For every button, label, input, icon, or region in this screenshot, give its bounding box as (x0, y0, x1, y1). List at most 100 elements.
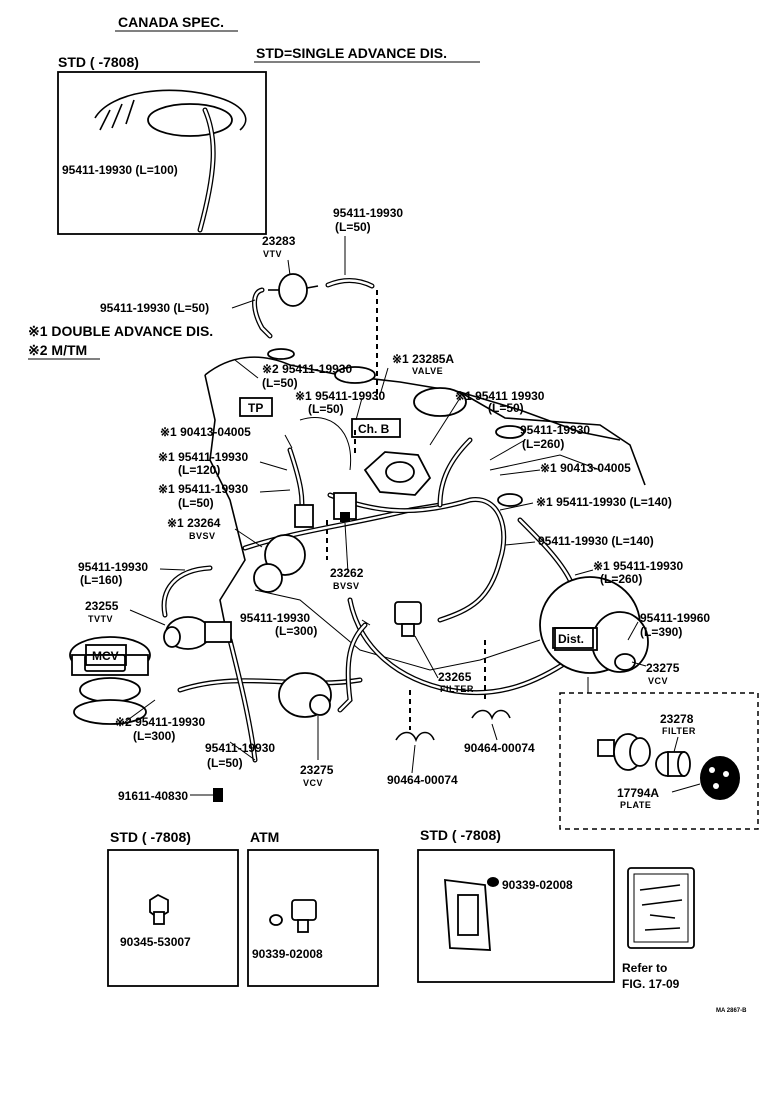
gasket-std-label: 90339-02008 (502, 878, 573, 892)
hose-b-label: ※1 95411-19930 (295, 389, 385, 403)
leader-lines (124, 359, 647, 796)
filter-23265 (394, 601, 422, 637)
detail-dashed-frame (559, 692, 759, 830)
valve-23285a (363, 451, 432, 496)
plate-part-number: 17794A (617, 786, 659, 800)
hose-a-length: (L=50) (262, 376, 298, 390)
hose-g-label: ※1 95411-19930 (L=140) (536, 495, 672, 509)
inset-wires (99, 99, 135, 131)
svg-text:TP: TP (248, 401, 263, 415)
hose-d-label: ※1 95411-19930 (158, 450, 248, 464)
hose-j-length: (L=260) (600, 572, 642, 586)
inset-distributor-cap (147, 103, 233, 137)
vcv-right-name: VCV (648, 676, 668, 686)
hose-m-length: (L=300) (133, 729, 175, 743)
hose-n-label: 95411-19930 (205, 741, 275, 755)
refer-line1: Refer to (622, 961, 667, 975)
bolt-a-label: ※1 90413-04005 (160, 425, 251, 439)
vcv-bottom-name: VCV (303, 778, 323, 788)
atm-label: ATM (250, 829, 279, 845)
refer-thumbnail: Refer to FIG. 17-09 (622, 867, 695, 991)
hose-b-length: (L=50) (308, 402, 344, 416)
std-range-top-label: STD ( -7808) (58, 54, 139, 70)
hose-c-label: ※1 95411 19930 (455, 389, 545, 403)
mcv-unit (69, 636, 151, 725)
svg-text:MCV: MCV (92, 649, 119, 663)
hose-i-label: 95411-19930 (78, 560, 148, 574)
refer-line2: FIG. 17-09 (622, 977, 680, 991)
bottom-std-box-left: STD ( -7808) 90345-53007 (107, 829, 239, 987)
std-definition-label: STD=SINGLE ADVANCE DIS. (256, 45, 447, 61)
bvsv-a-name: BVSV (189, 531, 216, 541)
atm-switch-icon (291, 899, 317, 921)
tvtv-name: TVTV (88, 614, 113, 624)
vtv-hose-label: 95411-19930 (L=50) (100, 301, 209, 315)
vtv-part-number: 23283 (262, 234, 296, 248)
bolt-b-label: ※1 90413-04005 (540, 461, 631, 475)
plate-name: PLATE (620, 800, 651, 810)
tvtv-part-number: 23255 (85, 599, 119, 613)
plug-std-label: 90345-53007 (120, 935, 191, 949)
detail-filter (655, 751, 691, 777)
hose-f-label: 95411-19930 (520, 423, 590, 437)
tag-mcv: MCV (85, 644, 127, 666)
inset-frame (57, 71, 267, 235)
detail-box: 23278 FILTER 17794A PLATE (559, 677, 759, 830)
clips (213, 709, 511, 802)
main-hoses (161, 430, 573, 763)
std-gasket-icon (487, 877, 499, 887)
hose-f-length: (L=260) (522, 437, 564, 451)
vcv-right-part-number: 23275 (646, 661, 680, 675)
bottom-atm-box: ATM 90339-02008 (247, 829, 379, 987)
bottom-std-box-right: STD ( -7808) 90339-02008 (417, 827, 615, 983)
vcv-bottom-part-number: 23275 (300, 763, 334, 777)
hose-e-length: (L=50) (178, 496, 214, 510)
vtv-valve (278, 273, 308, 307)
hose-a-label: ※2 95411-19930 (262, 362, 352, 376)
top-hose-label: 95411-19930 (333, 206, 403, 220)
detail-plate (700, 756, 740, 800)
atm-gasket-icon (269, 914, 283, 926)
clip-a-label: 90464-00074 (464, 741, 535, 755)
valve-name: VALVE (412, 366, 443, 376)
bvsv-a-part-number: ※1 23264 (167, 516, 221, 530)
top-hose-length: (L=50) (335, 220, 371, 234)
hose-l-length: (L=390) (640, 625, 682, 639)
canada-spec-title: CANADA SPEC. (118, 14, 224, 30)
hose-k-label: 95411-19930 (240, 611, 310, 625)
hose-l-label: 95411-19960 (640, 611, 710, 625)
vtv-name: VTV (263, 249, 282, 259)
note-double-advance: ※1 DOUBLE ADVANCE DIS. (28, 323, 213, 339)
detail-vcv (597, 733, 651, 771)
clip-b-label: 90464-00074 (387, 773, 458, 787)
hose-n-length: (L=50) (207, 756, 243, 770)
hose-i-length: (L=160) (80, 573, 122, 587)
inset-engine-outline (94, 89, 247, 131)
hose-c-length: (L=50) (488, 401, 524, 415)
hose-d-length: (L=120) (178, 463, 220, 477)
tvtv-23255 (163, 616, 232, 650)
hose-m-label: ※2 95411-19930 (115, 715, 205, 729)
hose-j-label: ※1 95411-19930 (593, 559, 683, 573)
bottom-left-std-label: STD ( -7808) (110, 829, 191, 845)
tag-chb: Ch. B (351, 418, 401, 438)
vcv-bottom (278, 672, 332, 718)
filter-part-number: 23265 (438, 670, 472, 684)
detail-filter-part-number: 23278 (660, 712, 694, 726)
figure-code: MA 2867-B (716, 1008, 747, 1014)
vtv-group: 95411-19930 (L=50) 23283 VTV 95411-19930… (100, 206, 403, 400)
inset-hose-label: 95411-19930 (L=100) (62, 163, 178, 177)
gasket-atm-label: 90339-02008 (252, 947, 323, 961)
bvsv-23262 (333, 492, 357, 522)
bvsv-b-name: BVSV (333, 581, 360, 591)
valve-part-number: ※1 23285A (392, 352, 454, 366)
svg-text:Dist.: Dist. (558, 632, 584, 646)
plug-main-label: 91611-40830 (118, 789, 188, 803)
bvsv-23264 (253, 504, 314, 593)
bottom-right-std-label: STD ( -7808) (420, 827, 501, 843)
detail-filter-name: FILTER (662, 726, 696, 736)
note-mtm: ※2 M/TM (28, 342, 87, 358)
distributor (539, 576, 649, 674)
tag-tp: TP (239, 397, 273, 417)
svg-text:Ch. B: Ch. B (358, 422, 390, 436)
